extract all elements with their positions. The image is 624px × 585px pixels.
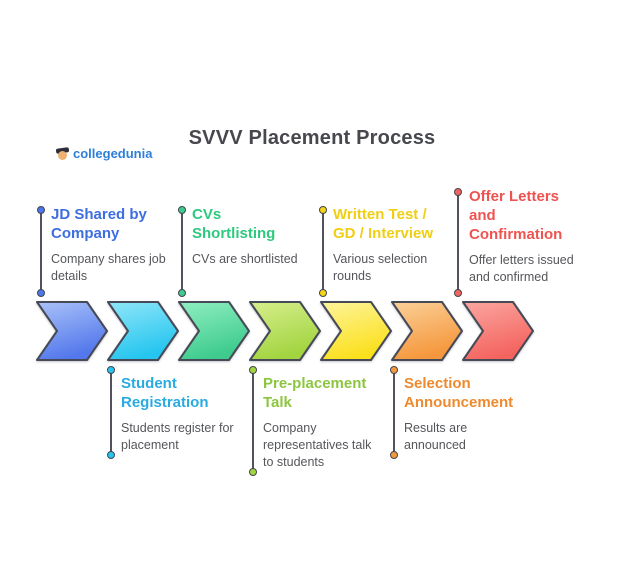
- step-6-arrow: [391, 301, 463, 361]
- connector-line: [457, 192, 459, 293]
- step-4-pre-placement-label: Pre-placement Talk Company representativ…: [263, 374, 371, 471]
- connector-line: [110, 370, 112, 455]
- step-7-offer-letters-label: Offer Letters and Confirmation Offer let…: [469, 187, 574, 286]
- connector-dot: [107, 451, 115, 459]
- connector-dot: [107, 366, 115, 374]
- step-6-selection-announcement-label: Selection Announcement Results are annou…: [404, 374, 513, 454]
- step-1-jd-shared-label: JD Shared by Company Company shares job …: [51, 205, 166, 285]
- connector-dot: [319, 206, 327, 214]
- step-2-student-registration-label: Student Registration Students register f…: [121, 374, 234, 454]
- connector-dot: [454, 188, 462, 196]
- connector-line: [322, 210, 324, 293]
- connector-dot: [390, 366, 398, 374]
- step-3-arrow: [178, 301, 250, 361]
- collegedunia-logo: collegedunia: [55, 146, 153, 161]
- step-6-description: Results are announced: [404, 421, 468, 452]
- step-2-heading: Student Registration: [121, 375, 209, 411]
- step-5-heading: Written Test / GD / Interview: [333, 206, 434, 242]
- connector-dot: [390, 451, 398, 459]
- step-3-description: CVs are shortlisted: [192, 252, 298, 266]
- step-5-arrow: [320, 301, 392, 361]
- connector-line: [252, 370, 254, 472]
- step-1-arrow: [36, 301, 108, 361]
- connector-dot: [178, 206, 186, 214]
- connector-line: [181, 210, 183, 293]
- step-7-arrow: [462, 301, 534, 361]
- step-2-description: Students register for placement: [121, 421, 234, 452]
- connector-dot: [178, 289, 186, 297]
- logo-text: collegedunia: [73, 146, 153, 161]
- step-4-heading: Pre-placement Talk: [263, 375, 367, 411]
- step-2-arrow: [107, 301, 179, 361]
- connector-dot: [37, 206, 45, 214]
- step-3-heading: CVs Shortlisting: [192, 206, 276, 242]
- step-4-description: Company representatives talk to students: [263, 421, 372, 469]
- step-3-cv-shortlisting-label: CVs Shortlisting CVs are shortlisted: [192, 205, 298, 268]
- step-1-heading: JD Shared by Company: [51, 206, 147, 242]
- page-title: SVVV Placement Process: [188, 127, 436, 149]
- connector-dot: [249, 468, 257, 476]
- connector-line: [393, 370, 395, 455]
- student-cap-icon: [55, 146, 70, 161]
- connector-line: [40, 210, 42, 293]
- connector-dot: [319, 289, 327, 297]
- step-5-written-test-label: Written Test / GD / Interview Various se…: [333, 205, 433, 285]
- connector-dot: [37, 289, 45, 297]
- step-5-description: Various selection rounds: [333, 252, 428, 283]
- step-4-arrow: [249, 301, 321, 361]
- connector-dot: [454, 289, 462, 297]
- step-1-description: Company shares job details: [51, 252, 166, 283]
- step-7-description: Offer letters issued and confirmed: [469, 253, 574, 284]
- connector-dot: [249, 366, 257, 374]
- step-7-heading: Offer Letters and Confirmation: [469, 188, 563, 243]
- step-6-heading: Selection Announcement: [404, 375, 514, 411]
